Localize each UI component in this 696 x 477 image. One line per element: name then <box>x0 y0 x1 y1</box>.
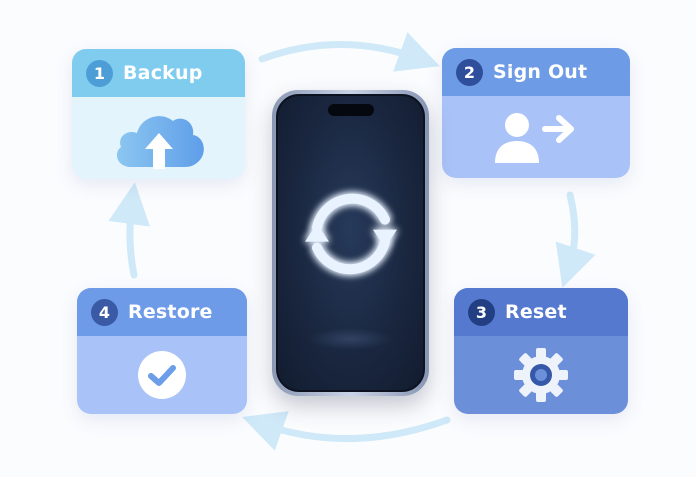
step-card-backup: 1 Backup <box>72 49 245 179</box>
arrow-restore-to-backup <box>108 182 151 279</box>
step-title: Restore <box>128 301 213 323</box>
phone-screen <box>276 94 425 392</box>
dynamic-island <box>327 104 374 116</box>
check-circle-icon <box>138 351 186 399</box>
step-number-badge: 4 <box>91 298 118 326</box>
phone-device <box>272 90 429 396</box>
step-card-restore: 4 Restore <box>77 288 247 414</box>
arrow-signout-to-reset <box>555 191 596 288</box>
gear-icon <box>514 348 568 402</box>
screen-reflection <box>308 328 393 350</box>
step-number-badge: 3 <box>468 298 495 326</box>
card-header: 4 Restore <box>77 288 247 336</box>
step-card-sign-out: 2 Sign Out <box>442 48 630 178</box>
card-header: 1 Backup <box>72 49 245 97</box>
user-sign-out-icon <box>495 113 574 163</box>
step-card-reset: 3 Reset <box>454 288 628 414</box>
step-title: Backup <box>123 62 203 84</box>
sync-icon <box>304 193 397 275</box>
arrow-backup-to-signout <box>258 32 440 72</box>
step-title: Reset <box>505 301 567 323</box>
arrow-reset-to-restore <box>242 411 451 451</box>
step-number-badge: 1 <box>86 59 113 87</box>
card-header: 2 Sign Out <box>442 48 630 96</box>
step-number-badge: 2 <box>456 58 483 86</box>
card-header: 3 Reset <box>454 288 628 336</box>
cloud-upload-icon <box>116 116 204 169</box>
step-title: Sign Out <box>493 61 588 83</box>
